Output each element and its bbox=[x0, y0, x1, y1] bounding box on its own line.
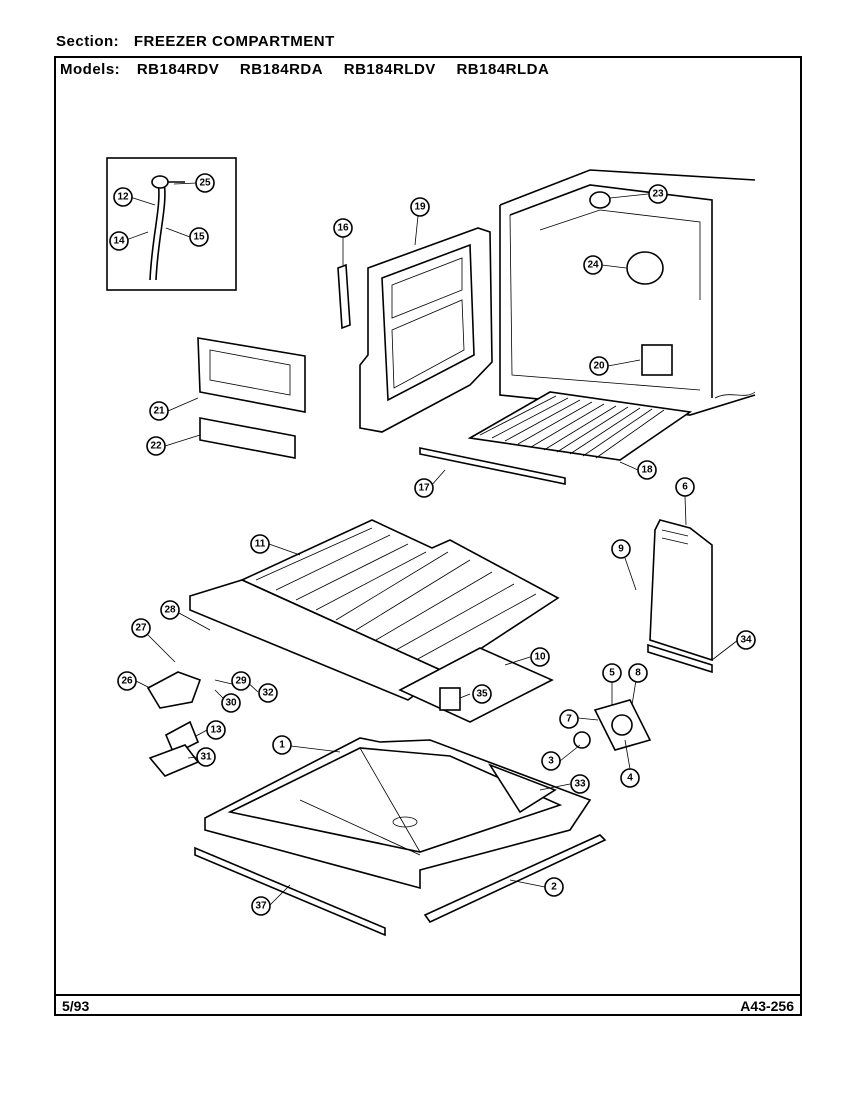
svg-text:25: 25 bbox=[199, 178, 211, 189]
evaporator-cover bbox=[197, 337, 306, 459]
callout-35: 35 bbox=[472, 684, 492, 704]
svg-text:30: 30 bbox=[225, 698, 237, 709]
svg-text:4: 4 bbox=[627, 773, 633, 784]
callout-8: 8 bbox=[628, 663, 648, 683]
svg-text:20: 20 bbox=[593, 361, 605, 372]
callout-18: 18 bbox=[637, 460, 657, 480]
svg-text:31: 31 bbox=[200, 752, 212, 763]
section-title: Section: FREEZER COMPARTMENT bbox=[56, 33, 335, 50]
callout-1: 1 bbox=[272, 735, 292, 755]
footer-divider bbox=[56, 994, 800, 996]
fan-shroud bbox=[647, 519, 713, 674]
svg-text:19: 19 bbox=[414, 202, 426, 213]
inset-tubing-detail bbox=[106, 157, 237, 291]
svg-text:34: 34 bbox=[740, 635, 752, 646]
svg-text:12: 12 bbox=[117, 192, 129, 203]
callout-31: 31 bbox=[196, 747, 216, 767]
svg-text:6: 6 bbox=[682, 482, 688, 493]
callout-10: 10 bbox=[530, 647, 550, 667]
callout-23: 23 bbox=[648, 184, 668, 204]
callout-12: 12 bbox=[113, 187, 133, 207]
revision-date: 5/93 bbox=[62, 998, 90, 1014]
shelf-glass-top bbox=[189, 519, 560, 701]
svg-text:24: 24 bbox=[587, 260, 599, 271]
front-rails bbox=[194, 834, 607, 937]
svg-text:10: 10 bbox=[534, 652, 546, 663]
svg-text:26: 26 bbox=[121, 676, 133, 687]
callout-22: 22 bbox=[146, 436, 166, 456]
callout-32: 32 bbox=[258, 683, 278, 703]
callout-11: 11 bbox=[250, 534, 270, 554]
callout-30: 30 bbox=[221, 693, 241, 713]
callout-9: 9 bbox=[611, 539, 631, 559]
wire-shelf bbox=[419, 391, 693, 485]
callout-33: 33 bbox=[570, 774, 590, 794]
callout-4: 4 bbox=[620, 768, 640, 788]
callout-2: 2 bbox=[544, 877, 564, 897]
callout-6: 6 bbox=[675, 477, 695, 497]
callout-16: 16 bbox=[333, 218, 353, 238]
svg-text:1: 1 bbox=[279, 740, 285, 751]
svg-text:32: 32 bbox=[262, 688, 274, 699]
svg-text:7: 7 bbox=[566, 714, 572, 725]
callout-25: 25 bbox=[195, 173, 215, 193]
callout-26: 26 bbox=[117, 671, 137, 691]
svg-text:33: 33 bbox=[574, 779, 586, 790]
svg-text:23: 23 bbox=[652, 189, 664, 200]
models-line: Models: RB184RDV RB184RDA RB184RLDV RB18… bbox=[60, 61, 565, 78]
diagram-frame: Models: RB184RDV RB184RDA RB184RLDV RB18… bbox=[54, 56, 802, 1016]
callout-37: 37 bbox=[251, 896, 271, 916]
svg-text:21: 21 bbox=[153, 406, 165, 417]
callout-28: 28 bbox=[160, 600, 180, 620]
callout-29: 29 bbox=[231, 671, 251, 691]
callout-21: 21 bbox=[149, 401, 169, 421]
svg-text:5: 5 bbox=[609, 668, 615, 679]
callout-15: 15 bbox=[189, 227, 209, 247]
freezer-base-pan bbox=[204, 737, 592, 890]
callout-34: 34 bbox=[736, 630, 756, 650]
callout-27: 27 bbox=[131, 618, 151, 638]
part-callouts: 12 25 14 15 16 19 23 24 20 21 22 17 18 6… bbox=[109, 173, 756, 916]
svg-text:22: 22 bbox=[150, 441, 162, 452]
svg-text:8: 8 bbox=[635, 668, 641, 679]
svg-text:9: 9 bbox=[618, 544, 624, 555]
callout-7: 7 bbox=[559, 709, 579, 729]
divider-panel bbox=[398, 647, 554, 723]
svg-text:13: 13 bbox=[210, 725, 222, 736]
svg-text:11: 11 bbox=[255, 539, 266, 550]
callout-24: 24 bbox=[583, 255, 603, 275]
ice-tray-parts bbox=[146, 671, 461, 777]
svg-text:2: 2 bbox=[551, 882, 557, 893]
freezer-liner bbox=[499, 169, 756, 416]
svg-text:27: 27 bbox=[135, 623, 147, 634]
callout-3: 3 bbox=[541, 751, 561, 771]
diagram-code: A43-256 bbox=[740, 998, 794, 1014]
callout-14: 14 bbox=[109, 231, 129, 251]
svg-text:3: 3 bbox=[548, 756, 554, 767]
callout-19: 19 bbox=[410, 197, 430, 217]
freezer-door bbox=[337, 227, 493, 433]
callout-17: 17 bbox=[414, 478, 434, 498]
model-number: RB184RLDV bbox=[343, 61, 436, 78]
model-number: RB184RDA bbox=[239, 61, 324, 78]
models-label: Models: bbox=[60, 61, 121, 78]
svg-text:18: 18 bbox=[641, 465, 653, 476]
svg-text:35: 35 bbox=[476, 689, 488, 700]
svg-text:28: 28 bbox=[164, 605, 176, 616]
fan-motor-assembly bbox=[573, 699, 652, 751]
svg-text:37: 37 bbox=[255, 901, 267, 912]
callout-20: 20 bbox=[589, 356, 609, 376]
callout-13: 13 bbox=[206, 720, 226, 740]
svg-text:29: 29 bbox=[235, 676, 247, 687]
svg-text:16: 16 bbox=[337, 223, 349, 234]
svg-text:14: 14 bbox=[113, 236, 125, 247]
callout-5: 5 bbox=[602, 663, 622, 683]
svg-text:17: 17 bbox=[418, 483, 430, 494]
svg-text:15: 15 bbox=[193, 232, 205, 243]
section-label: Section: bbox=[56, 33, 120, 50]
model-number: RB184RDV bbox=[136, 61, 220, 78]
model-number: RB184RLDA bbox=[456, 61, 550, 78]
section-value: FREEZER COMPARTMENT bbox=[133, 33, 335, 50]
